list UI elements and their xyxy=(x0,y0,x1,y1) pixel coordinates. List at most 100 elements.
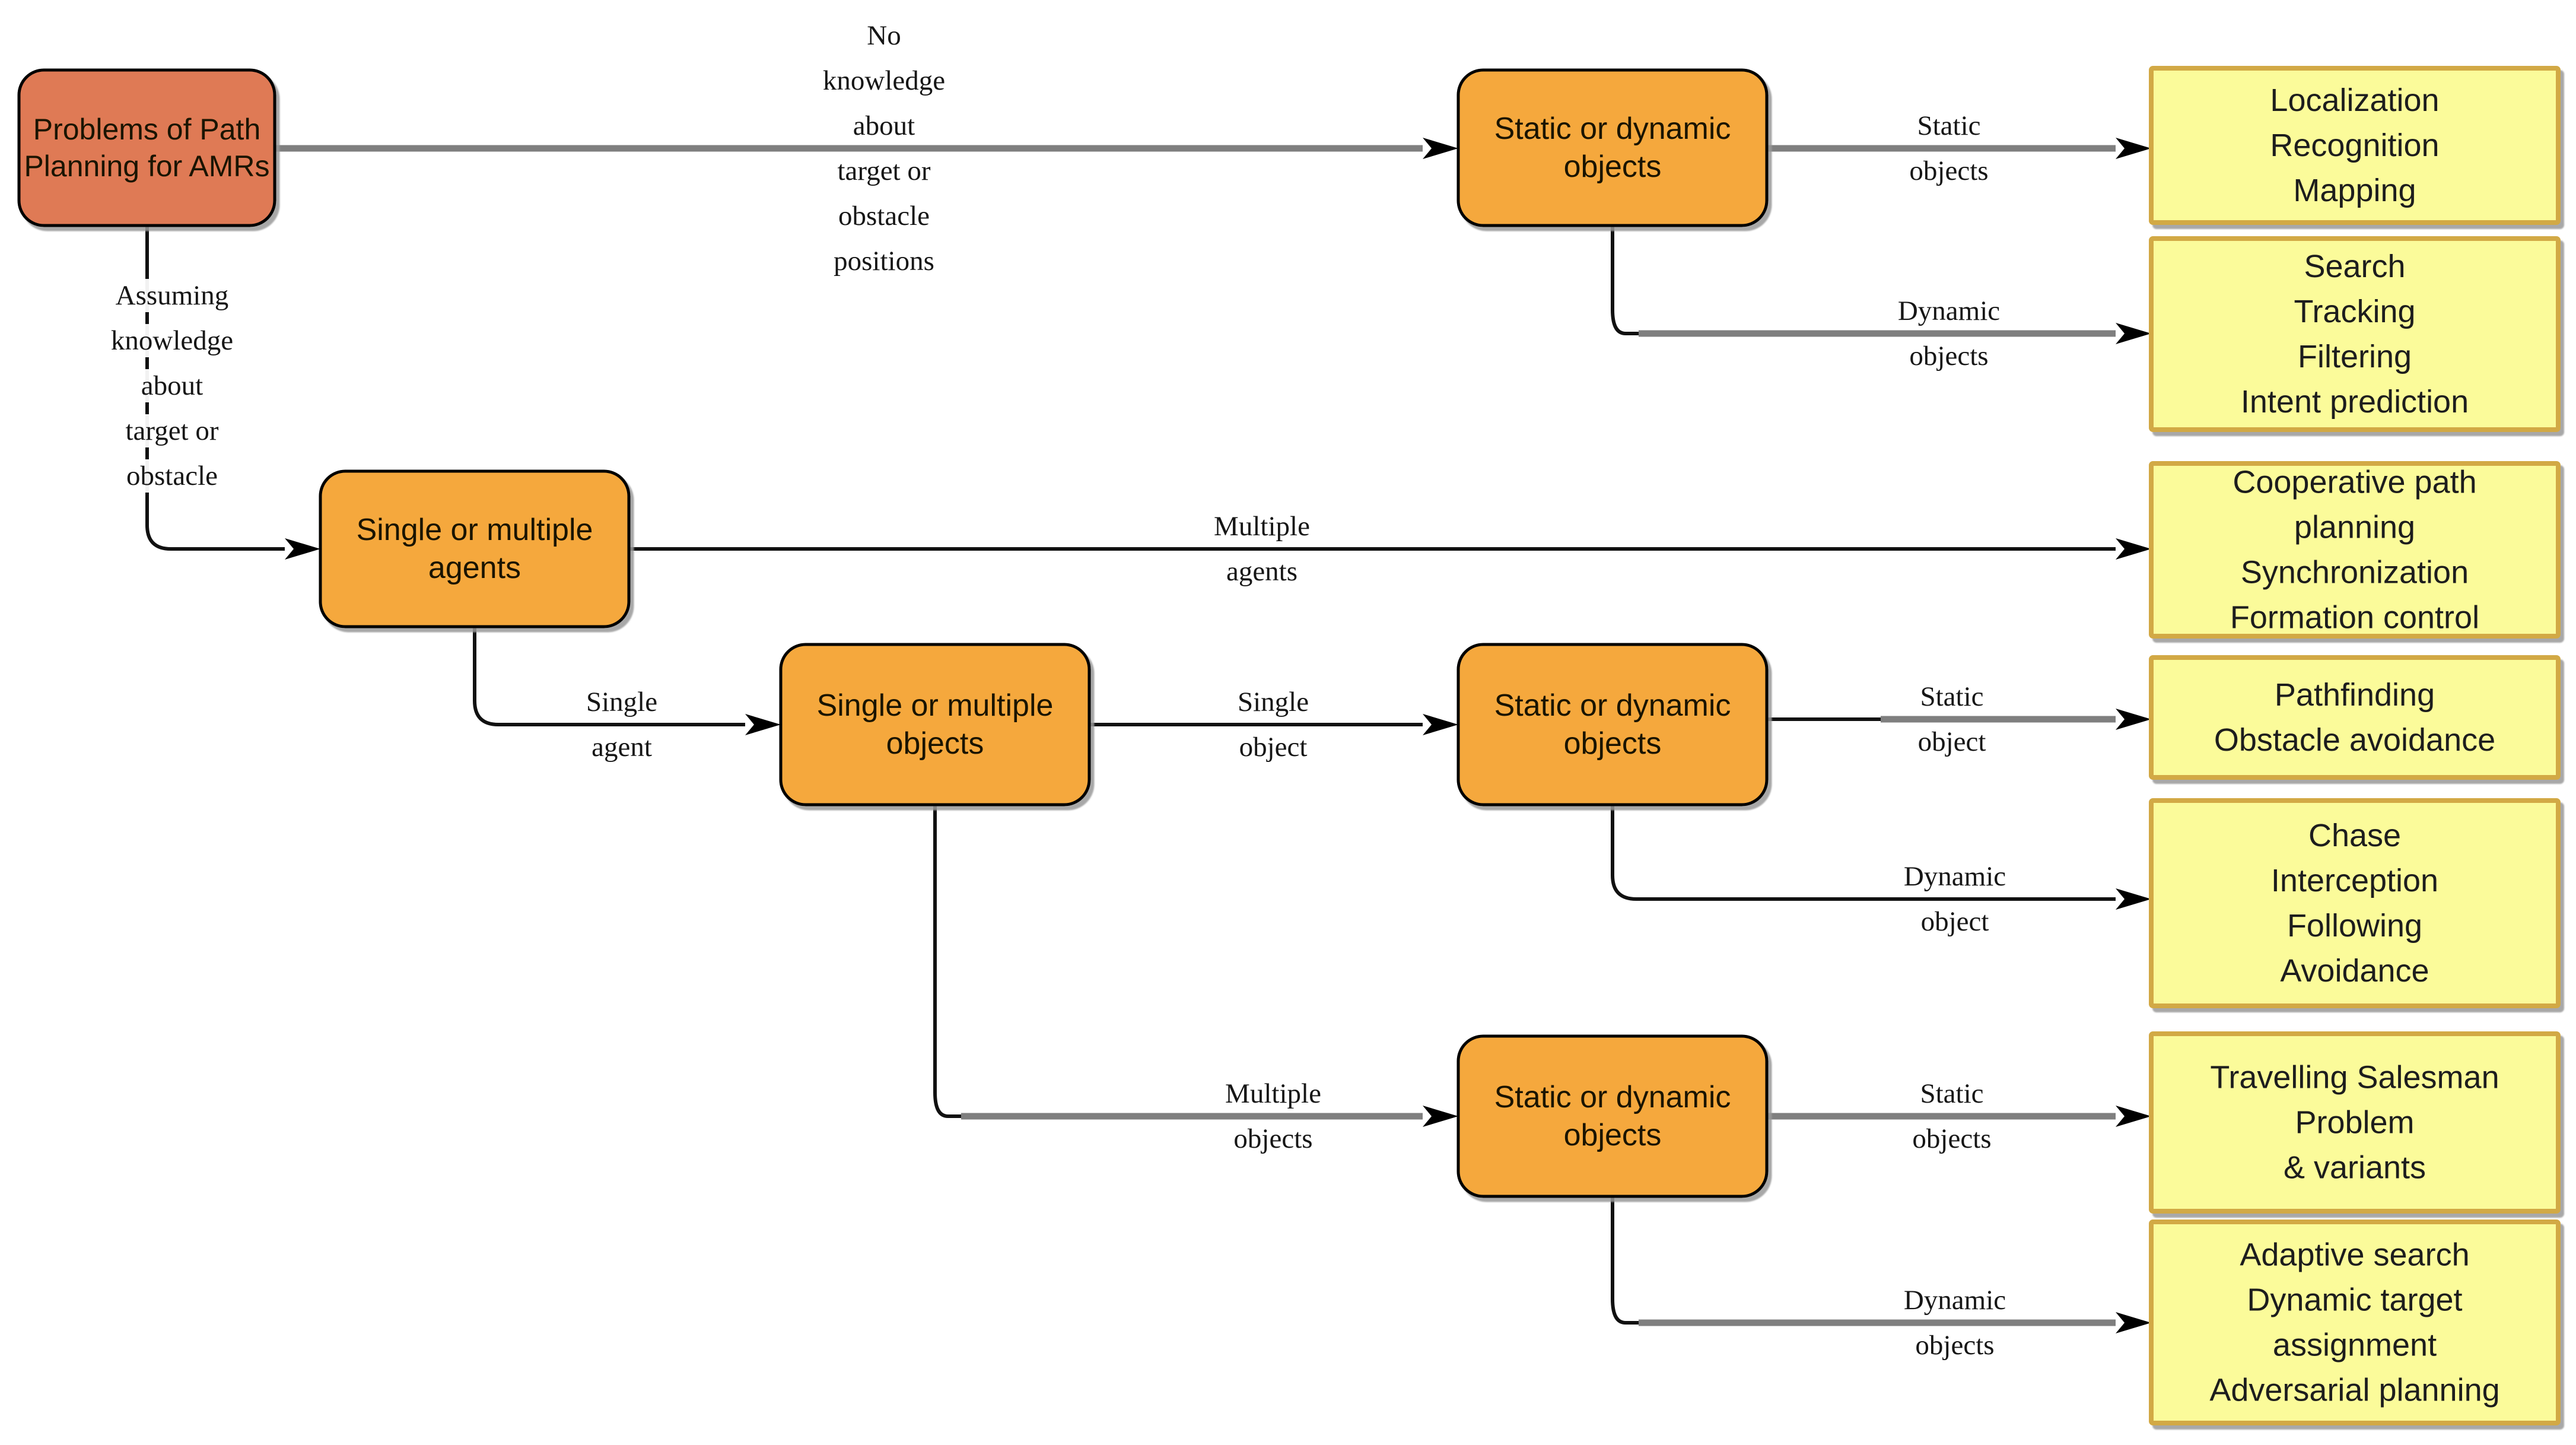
edge-label-bg xyxy=(1907,109,1991,142)
edge-label-single-multiple-objects-to-static-dynamic-3: Multiple objects xyxy=(1219,1077,1327,1155)
edge-label-text: obstacle xyxy=(838,201,930,231)
edge-label-root-to-single-multiple-agents: Assuming knowledge about target or obstacle xyxy=(111,279,233,493)
edge-label-text: Multiple xyxy=(1214,511,1310,542)
edge-label-bg xyxy=(1231,685,1315,719)
edge-labels-layer: No knowledge about target or obstacle positio… xyxy=(111,19,2006,1362)
leaf-box-leaf-chase xyxy=(2149,798,2561,1008)
edge-label-text: target or xyxy=(125,415,218,446)
leaf-box-leaf-cooperative xyxy=(2149,461,2561,639)
leaf-box-leaf-localization xyxy=(2149,66,2561,225)
edge-label-text: Dynamic xyxy=(1904,861,2006,892)
edge-label-text: objects xyxy=(1909,155,1988,186)
box-root xyxy=(17,68,276,227)
edge-label-bg xyxy=(112,414,233,447)
edge-label-bg xyxy=(118,279,226,312)
edge-label-text: Single xyxy=(586,687,657,717)
edge-label-text: obstacle xyxy=(126,461,218,491)
box-single-multiple-objects xyxy=(779,643,1091,806)
edge-label-text: about xyxy=(141,370,203,401)
edge-label-text: object xyxy=(1239,732,1308,763)
edge-label-bg xyxy=(848,109,920,142)
edge-label-text: Assuming xyxy=(116,280,229,311)
edge-label-text: knowledge xyxy=(111,325,233,356)
edge-label-bg xyxy=(136,369,208,402)
edge-static-dynamic-2-to-chase xyxy=(1611,805,2151,910)
edge-label-bg xyxy=(1901,339,1997,373)
box-single-multiple-agents xyxy=(319,469,631,628)
edge-label-static-dynamic-2-to-pathfinding: Static object xyxy=(1910,680,1994,758)
leaf-box-leaf-pathfinding xyxy=(2149,655,2561,780)
edge-segment xyxy=(473,627,781,735)
edge-segment xyxy=(1611,805,2151,910)
edge-label-text: object xyxy=(1918,726,1986,757)
edge-label-bg xyxy=(866,19,902,52)
edge-label-text: positions xyxy=(834,246,934,277)
box-static-dynamic-2 xyxy=(1456,643,1769,806)
edge-label-text: No xyxy=(867,20,901,51)
edge-label-bg xyxy=(1910,1077,1994,1110)
edge-label-bg xyxy=(1208,510,1316,543)
edge-label-text: Static xyxy=(1920,1078,1983,1109)
edge-label-bg xyxy=(830,199,938,233)
edge-segment xyxy=(1611,226,1639,335)
edge-label-text: target or xyxy=(837,155,930,186)
edge-single-multiple-agents-to-single-multiple-objects xyxy=(473,627,781,735)
edge-label-bg xyxy=(823,154,944,188)
edge-label-text: Multiple xyxy=(1225,1078,1321,1109)
leaf-box-leaf-search xyxy=(2149,236,2561,432)
edge-segment xyxy=(145,226,320,560)
edge-label-bg xyxy=(1220,555,1304,588)
edge-label-text: objects xyxy=(1912,1123,1991,1154)
edge-label-text: Static xyxy=(1920,681,1983,712)
edge-label-single-multiple-agents-to-cooperative: Multiple agents xyxy=(1208,510,1316,588)
edge-label-text: Dynamic xyxy=(1898,296,2000,326)
edge-segment xyxy=(1611,1196,1639,1325)
edge-label-bg xyxy=(118,459,226,493)
edge-label-static-dynamic-3-to-tsp: Static objects xyxy=(1904,1077,2000,1155)
edge-label-bg xyxy=(1901,294,1997,328)
edge-label-text: objects xyxy=(1233,1123,1312,1154)
edge-label-bg xyxy=(823,64,944,97)
edge-label-bg xyxy=(586,731,658,764)
edge-label-bg xyxy=(1907,1329,2003,1362)
edge-root-to-single-multiple-agents xyxy=(145,226,320,560)
edges-layer xyxy=(145,138,2151,1333)
edge-label-text: agents xyxy=(1226,556,1297,587)
edge-label-bg xyxy=(1907,860,2003,893)
edge-label-bg xyxy=(1904,1122,2000,1155)
edge-label-bg xyxy=(1910,680,1994,713)
edge-label-bg xyxy=(580,685,664,719)
box-static-dynamic-3 xyxy=(1456,1034,1769,1198)
edge-label-bg xyxy=(1225,1122,1321,1155)
edge-label-text: about xyxy=(853,110,915,141)
